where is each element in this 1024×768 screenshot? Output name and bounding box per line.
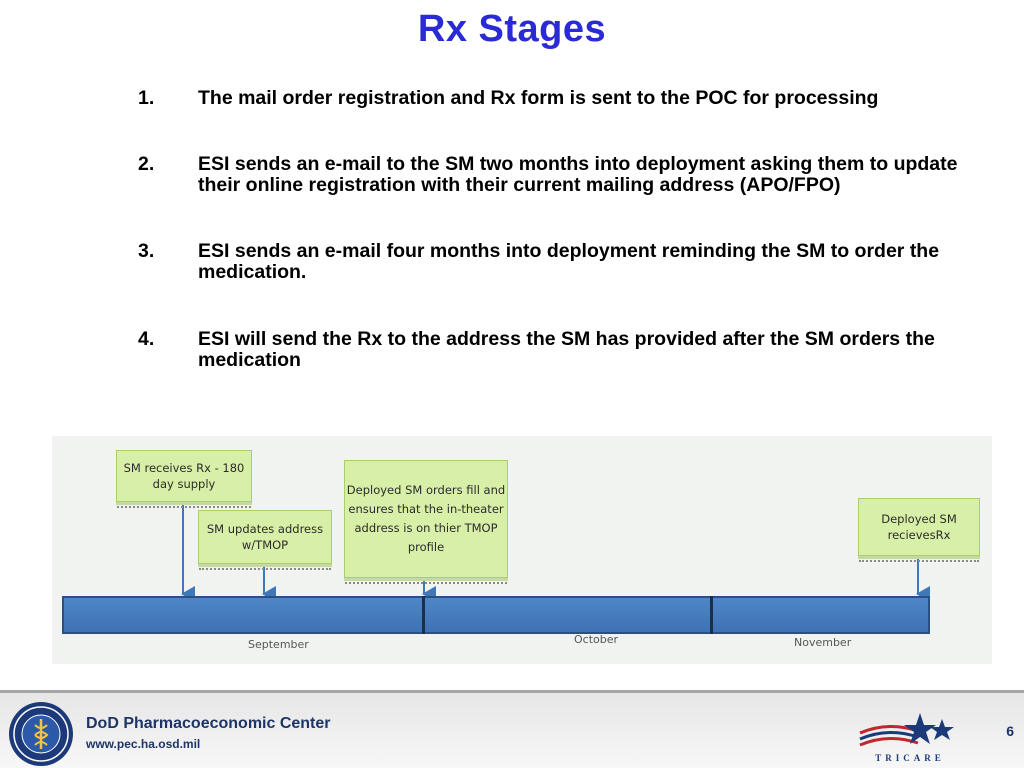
footer-divider: [0, 690, 1024, 693]
step-text: ESI sends an e-mail four months into dep…: [198, 239, 940, 283]
callout-orders-fill: Deployed SM orders fill and ensures that…: [344, 460, 508, 584]
steps-list: 1. The mail order registration and Rx fo…: [138, 87, 978, 415]
organization-name: DoD Pharmacoeconomic Center: [86, 715, 331, 732]
month-divider: [710, 596, 713, 634]
callout-updates-address: SM updates address w/TMOP: [198, 510, 332, 570]
callout-receives-rx: SM receives Rx - 180 day supply: [116, 450, 252, 508]
timeline-bar: [62, 596, 930, 634]
step-text: The mail order registration and Rx form …: [198, 87, 879, 109]
callout-receives-rx-deployed: Deployed SM recievesRx: [858, 498, 980, 562]
page-number: 6: [1006, 723, 1014, 739]
seal-logo-icon: [9, 702, 73, 766]
timeline-diagram: SM receives Rx - 180 day supply SM updat…: [52, 436, 992, 664]
month-label-september: September: [248, 638, 309, 651]
footer: DoD Pharmacoeconomic Center www.pec.ha.o…: [0, 693, 1024, 768]
step-item: 1. The mail order registration and Rx fo…: [138, 87, 978, 110]
step-item: 3. ESI sends an e-mail four months into …: [138, 239, 978, 284]
slide-title: Rx Stages: [417, 8, 607, 50]
step-item: 2. ESI sends an e-mail to the SM two mon…: [138, 152, 978, 197]
step-text: ESI will send the Rx to the address the …: [198, 327, 935, 371]
step-number: 3.: [138, 239, 155, 262]
step-item: 4. ESI will send the Rx to the address t…: [138, 327, 978, 372]
step-number: 1.: [138, 87, 155, 109]
month-label-november: November: [794, 636, 852, 649]
step-text: ESI sends an e-mail to the SM two months…: [198, 152, 958, 196]
tricare-logo-icon: TRICARE: [859, 713, 954, 763]
website-url[interactable]: www.pec.ha.osd.mil: [86, 737, 201, 751]
svg-text:TRICARE: TRICARE: [875, 753, 945, 763]
month-label-october: October: [574, 633, 619, 646]
step-number: 2.: [138, 152, 155, 175]
month-divider: [422, 596, 425, 634]
step-number: 4.: [138, 327, 155, 350]
